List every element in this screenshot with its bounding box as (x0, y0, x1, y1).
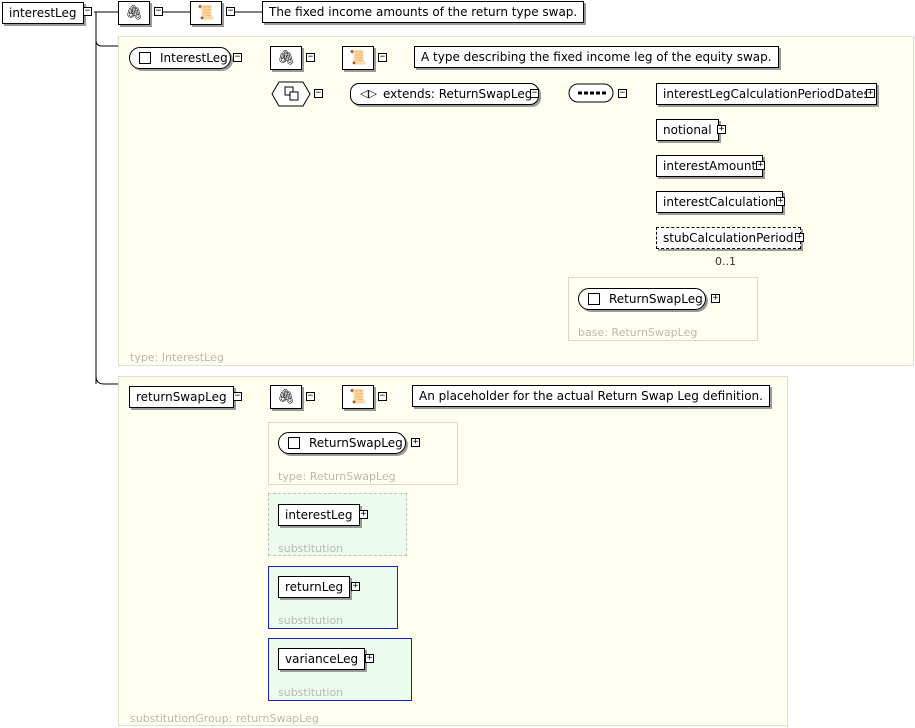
scroll-icon: 📜 (342, 385, 374, 409)
collapse-icon[interactable]: − (314, 88, 323, 98)
type-ReturnSwapLeg[interactable]: ReturnSwapLeg (278, 432, 406, 454)
extension-icon: ◁▷ (360, 87, 377, 100)
substitution-caption: substitution (278, 542, 344, 555)
expand-icon[interactable]: + (711, 293, 720, 303)
paperclip-icon: 🖇 (118, 1, 150, 25)
complex-type-icon (139, 52, 151, 64)
type-box-caption: type: ReturnSwapLeg (278, 470, 396, 483)
collapse-icon[interactable]: − (226, 6, 235, 16)
base-type-name: ReturnSwapLeg (609, 292, 703, 306)
extension-ReturnSwapLeg[interactable]: ◁▷ extends: ReturnSwapLeg (350, 83, 540, 105)
expand-icon[interactable]: + (795, 232, 804, 242)
collapse-icon[interactable]: − (233, 52, 242, 62)
complex-type-icon (288, 437, 300, 449)
expand-icon[interactable]: + (866, 88, 875, 98)
element-stubCalculationPeriod[interactable]: stubCalculationPeriod (656, 227, 801, 249)
collapse-icon[interactable]: − (530, 88, 539, 98)
substitution-varianceLeg[interactable]: varianceLeg (278, 648, 366, 670)
substitution-group-caption: substitutionGroup: returnSwapLeg (130, 712, 319, 725)
type-InterestLeg[interactable]: InterestLeg (129, 47, 231, 69)
extension-label: extends: ReturnSwapLeg (383, 87, 533, 101)
substitution-interestLeg[interactable]: interestLeg (278, 504, 360, 526)
substitution-returnLeg[interactable]: returnLeg (278, 576, 351, 598)
paperclip-icon: 🖇 (270, 385, 302, 409)
scroll-icon: 📜 (342, 46, 374, 70)
complex-type-icon (588, 293, 600, 305)
substitution-caption: substitution (278, 686, 344, 699)
root-documentation: The fixed income amounts of the return t… (262, 1, 585, 23)
collapse-icon[interactable]: − (233, 391, 242, 401)
element-interestLegCalculationPeriodDates[interactable]: interestLegCalculationPeriodDates (656, 83, 877, 105)
type-documentation: A type describing the fixed income leg o… (414, 46, 779, 68)
complex-content-icon (271, 81, 311, 107)
type-caption: type: InterestLeg (130, 351, 224, 364)
base-type-ReturnSwapLeg[interactable]: ReturnSwapLeg (578, 288, 706, 310)
substitution-caption: substitution (278, 614, 344, 627)
type-box-name: ReturnSwapLeg (309, 436, 403, 450)
element-interestAmount[interactable]: interestAmount (656, 155, 764, 177)
expand-icon[interactable]: + (411, 437, 420, 447)
collapse-icon[interactable]: − (378, 52, 387, 62)
returnSwapLeg-documentation: An placeholder for the actual Return Swa… (412, 385, 770, 407)
expand-icon[interactable]: + (717, 124, 726, 134)
base-caption: base: ReturnSwapLeg (578, 326, 698, 339)
expand-icon[interactable]: + (776, 196, 785, 206)
type-name: InterestLeg (160, 51, 228, 65)
expand-icon[interactable]: + (365, 653, 374, 663)
element-interestCalculation[interactable]: interestCalculation (656, 191, 783, 213)
expand-icon[interactable]: + (756, 160, 765, 170)
collapse-icon[interactable]: − (154, 6, 163, 16)
paperclip-icon: 🖇 (270, 46, 302, 70)
sequence-icon (568, 83, 616, 105)
expand-icon[interactable]: + (359, 509, 368, 519)
element-notional[interactable]: notional (656, 119, 719, 141)
expand-icon[interactable]: + (351, 581, 360, 591)
collapse-icon[interactable]: − (378, 391, 387, 401)
collapse-icon[interactable]: − (306, 52, 315, 62)
occurrence-label: 0..1 (715, 255, 736, 268)
collapse-icon[interactable]: − (306, 391, 315, 401)
root-element-interestLeg[interactable]: interestLeg (2, 2, 84, 24)
element-returnSwapLeg[interactable]: returnSwapLeg (129, 386, 234, 408)
collapse-icon[interactable]: − (83, 6, 92, 16)
scroll-icon: 📜 (190, 1, 222, 25)
collapse-icon[interactable]: − (618, 88, 627, 98)
